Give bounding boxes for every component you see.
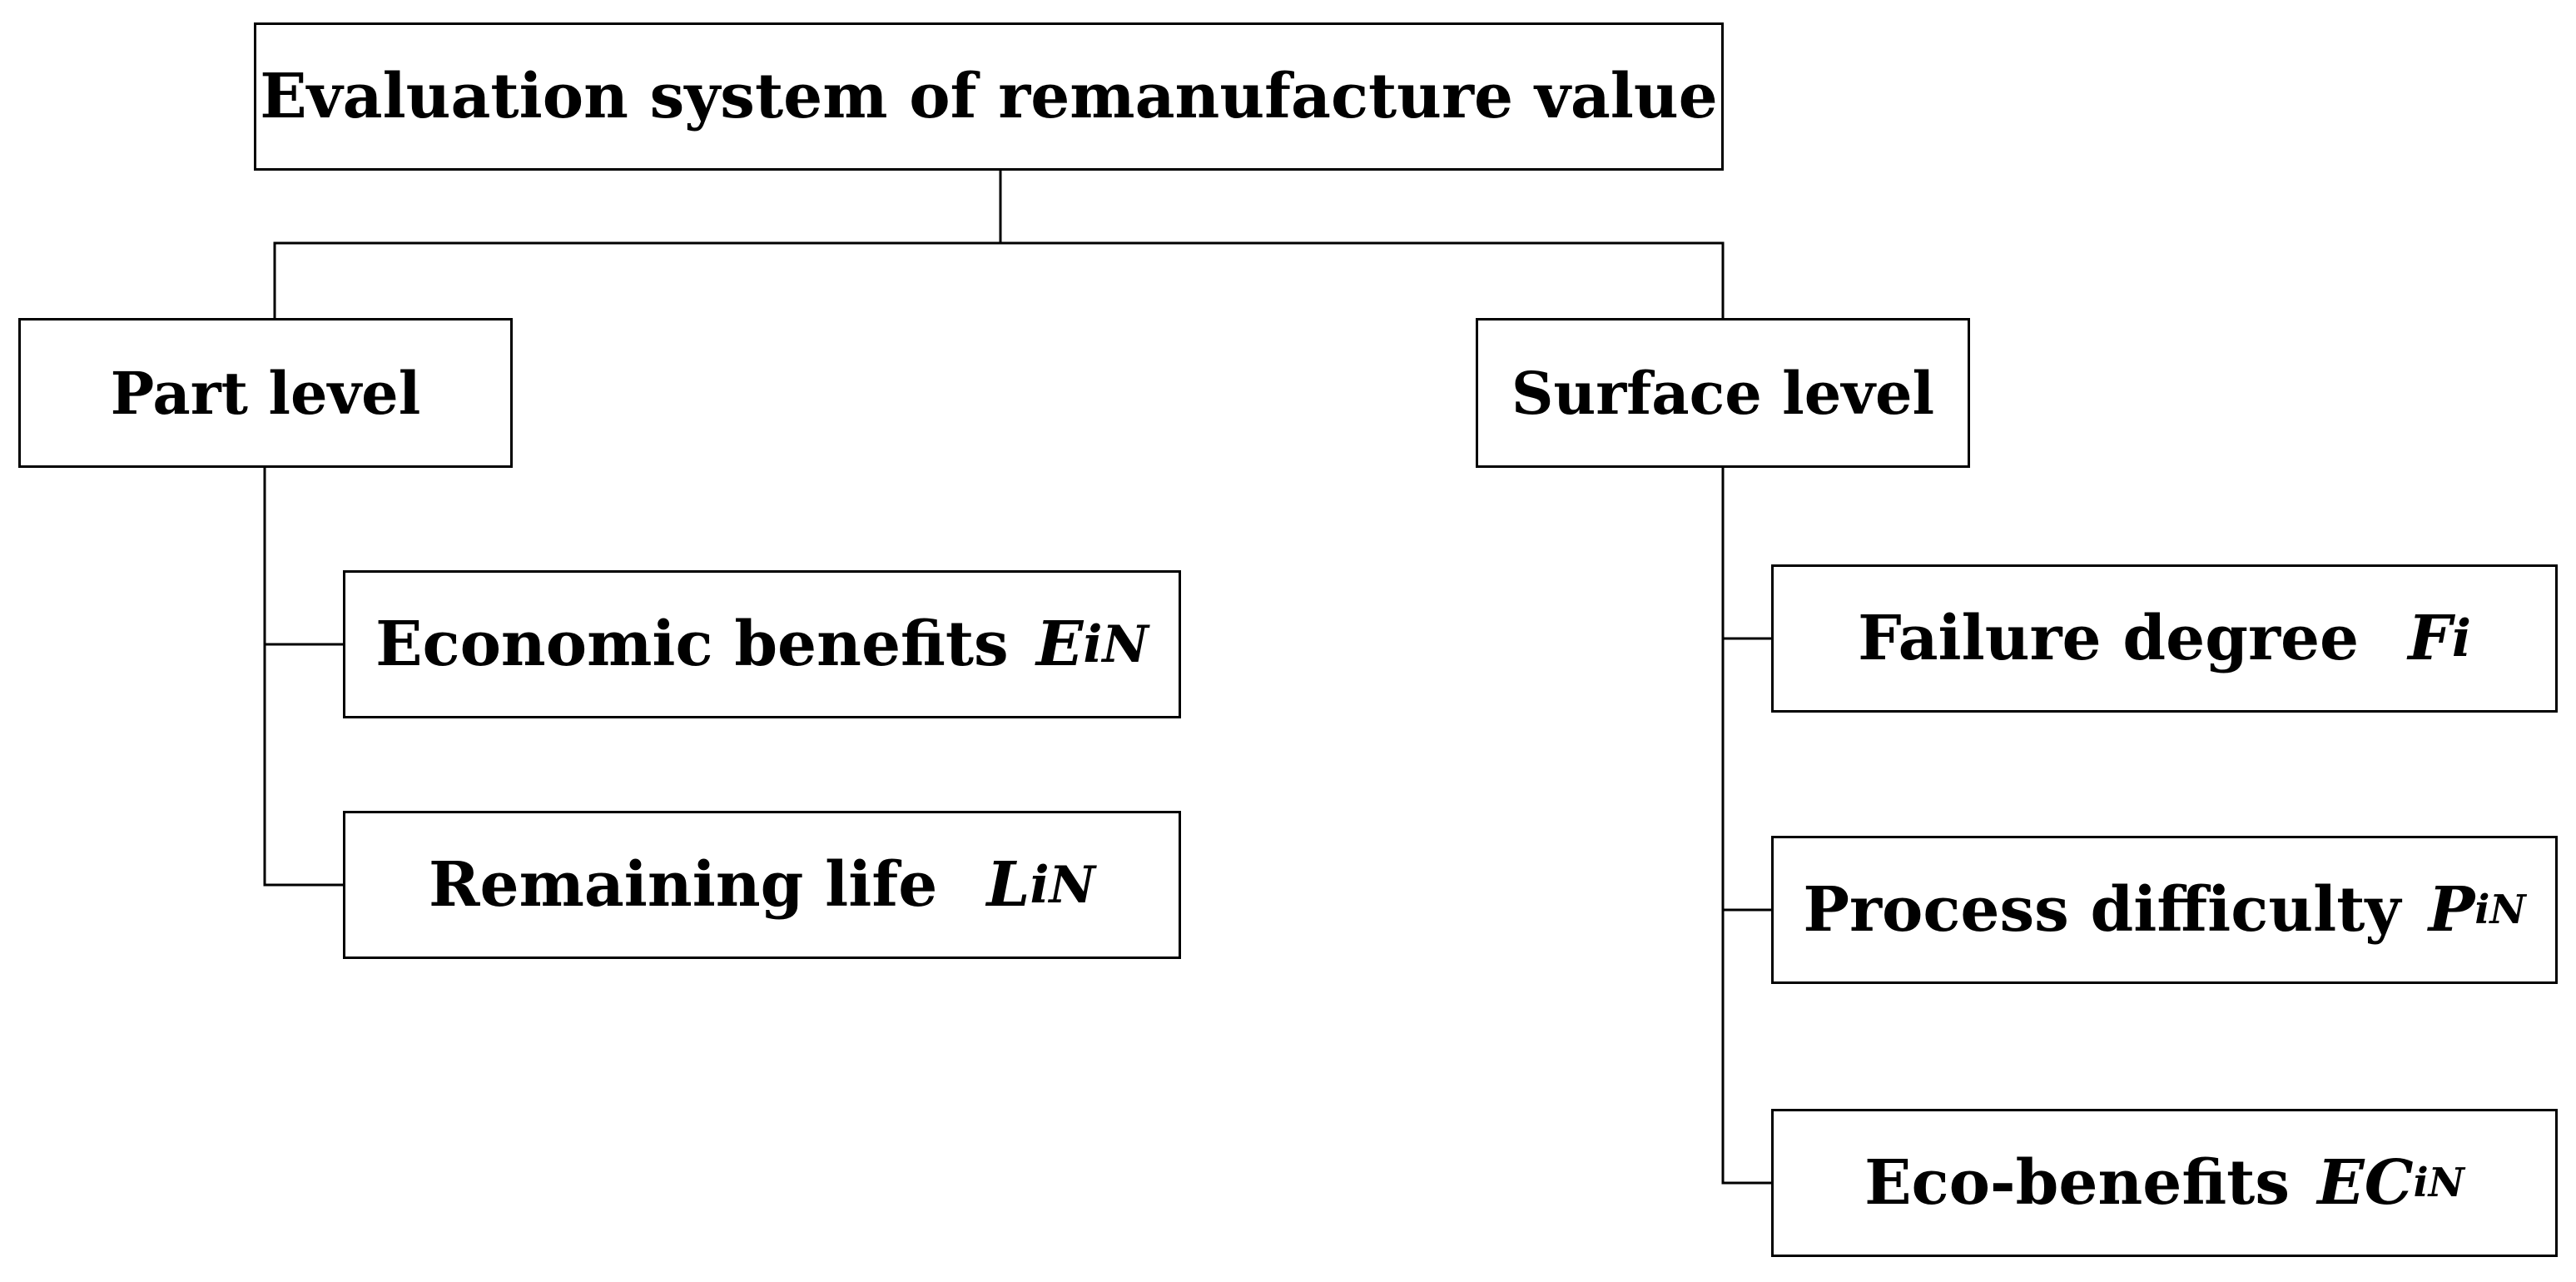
failure-degree-label: Failure degree [1858, 603, 2360, 674]
process-difficulty-subscript: iN [2474, 887, 2526, 933]
remaining-life-subscript: iN [1030, 855, 1096, 915]
part-level-node: Part level [18, 318, 513, 468]
part-level-label: Part level [110, 358, 421, 428]
process-difficulty-label: Process difficulty [1803, 874, 2401, 946]
root-node: Evaluation system of remanufacture value [254, 22, 1724, 171]
economic-benefits-symbol: E [1035, 609, 1084, 680]
eco-benefits-symbol: EC [2317, 1147, 2414, 1219]
failure-degree-subscript: i [2451, 609, 2471, 668]
economic-benefits-subscript: iN [1083, 614, 1149, 674]
remaining-life-label: Remaining life [428, 849, 938, 921]
eco-benefits-subscript: iN [2413, 1160, 2464, 1206]
eco-benefits-label: Eco-benefits [1864, 1147, 2290, 1219]
surface-level-node: Surface level [1476, 318, 1970, 468]
remaining-life-symbol: L [986, 849, 1030, 921]
root-node-label: Evaluation system of remanufacture value [260, 61, 1718, 132]
surface-level-label: Surface level [1511, 358, 1935, 428]
failure-degree-symbol: F [2408, 603, 2452, 674]
process-difficulty-symbol: P [2428, 874, 2475, 946]
economic-benefits-label: Economic benefits [375, 609, 1009, 680]
